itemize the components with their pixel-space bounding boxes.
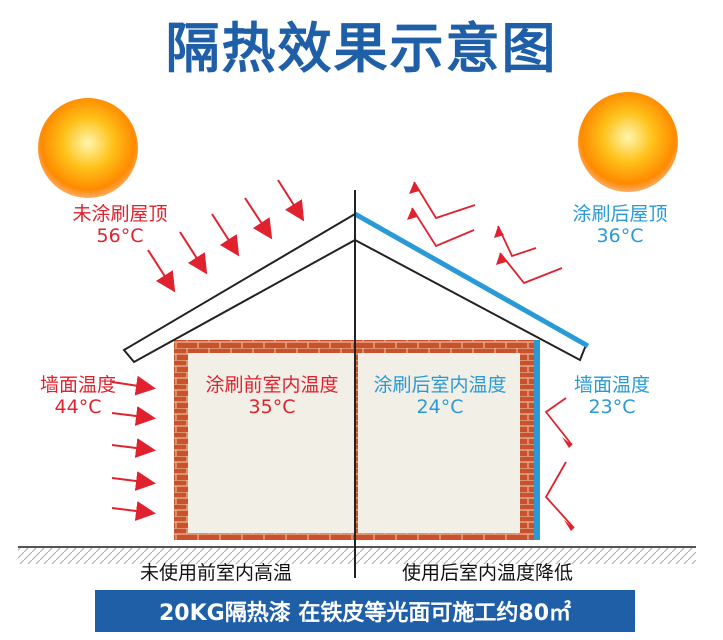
right-wall-reflect-arrows [544,397,575,529]
coverage-banner: 20KG隔热漆 在铁皮等光面可施工约80㎡ [95,590,635,632]
right-wall-coating [534,340,540,540]
right-indoor-temp: 24°C [416,396,464,418]
left-roof-heat-arrows [147,179,305,293]
right-indoor-label-text: 涂刷后室内温度 [373,374,507,396]
right-roof-label-text: 涂刷后屋顶 [572,203,668,225]
right-roof-coating [353,211,590,349]
ground-left-caption: 未使用前室内高温 [140,562,293,584]
page-title: 隔热效果示意图 [165,17,558,80]
right-wall-label-text: 墙面温度 [573,374,650,396]
right-sun-icon [578,92,678,192]
left-sun-icon [38,98,138,198]
right-wall-temp: 23°C [588,396,636,418]
right-roof-temp: 36°C [596,225,644,247]
left-wall-heat-arrows [111,375,156,521]
left-roof-temp: 56°C [96,225,144,247]
ground [18,547,696,564]
left-wall-label-text: 墙面温度 [39,374,116,396]
right-indoor-label: 涂刷后室内温度 24°C [360,374,520,418]
right-interior [358,353,520,533]
left-indoor-temp: 35°C [248,396,296,418]
right-wall-label: 墙面温度 23°C [562,374,662,418]
left-wall-temp: 44°C [54,396,102,418]
right-roof-label: 涂刷后屋顶 36°C [560,203,680,247]
left-roof-label-text: 未涂刷屋顶 [72,203,168,225]
right-roof-reflect-arrows [411,181,563,285]
left-roof-label: 未涂刷屋顶 56°C [60,203,180,247]
ground-right-caption: 使用后室内温度降低 [402,562,574,584]
left-wall-label: 墙面温度 44°C [28,374,128,418]
left-interior [188,353,354,533]
left-indoor-label: 涂刷前室内温度 35°C [192,374,352,418]
left-indoor-label-text: 涂刷前室内温度 [205,374,339,396]
